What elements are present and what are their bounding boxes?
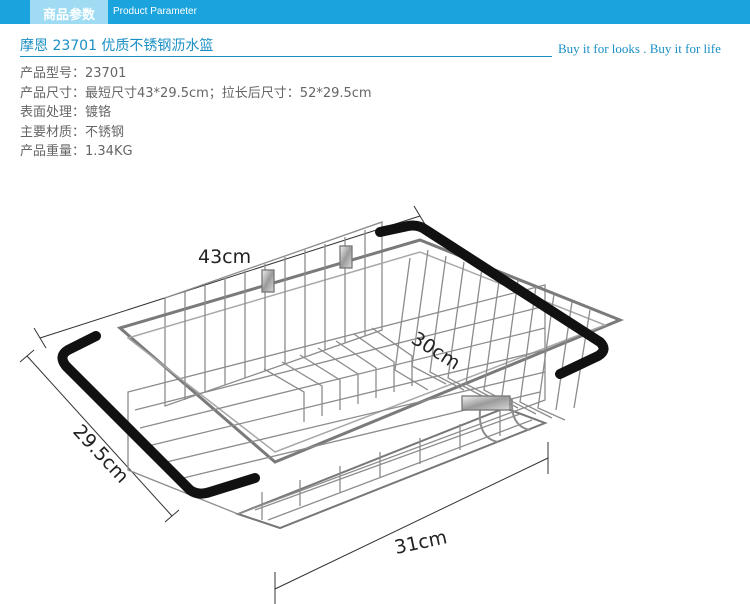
dimension-width-label: 29.5cm — [68, 420, 133, 487]
spec-weight: 产品重量：1.34KG — [20, 144, 133, 159]
header-tab-label: 商品参数 — [42, 8, 95, 23]
dimension-length-label: 43cm — [198, 246, 251, 268]
spec-material: 主要材质：不锈钢 — [20, 124, 125, 140]
header-sub-label: Product Parameter — [113, 6, 197, 17]
product-illustration: 43cm 29.5cm 30cm 31cm — [0, 170, 750, 604]
header-tab: 商品参数 — [30, 0, 108, 24]
rack-body — [116, 221, 624, 530]
header-bar: 商品参数 Product Parameter — [0, 0, 750, 24]
rack-handles — [57, 220, 609, 499]
brand-slogan: Buy it for looks . Buy it for life — [558, 41, 721, 56]
dish-rack-drawing: 43cm 29.5cm 30cm 31cm — [19, 205, 624, 604]
dimension-lines — [19, 205, 549, 604]
product-title: 摩恩 23701 优质不锈钢沥水篮 — [20, 38, 214, 54]
spec-finish: 表面处理：镀铬 — [20, 105, 112, 120]
spec-model: 产品型号：23701 — [20, 66, 127, 81]
title-divider — [20, 56, 552, 57]
spec-list: 产品型号：23701 产品尺寸：最短尺寸43*29.5cm；拉长后尺寸：52*2… — [20, 64, 372, 162]
spec-size: 产品尺寸：最短尺寸43*29.5cm；拉长后尺寸：52*29.5cm — [20, 85, 372, 101]
dimension-bottom-label: 31cm — [392, 526, 449, 559]
